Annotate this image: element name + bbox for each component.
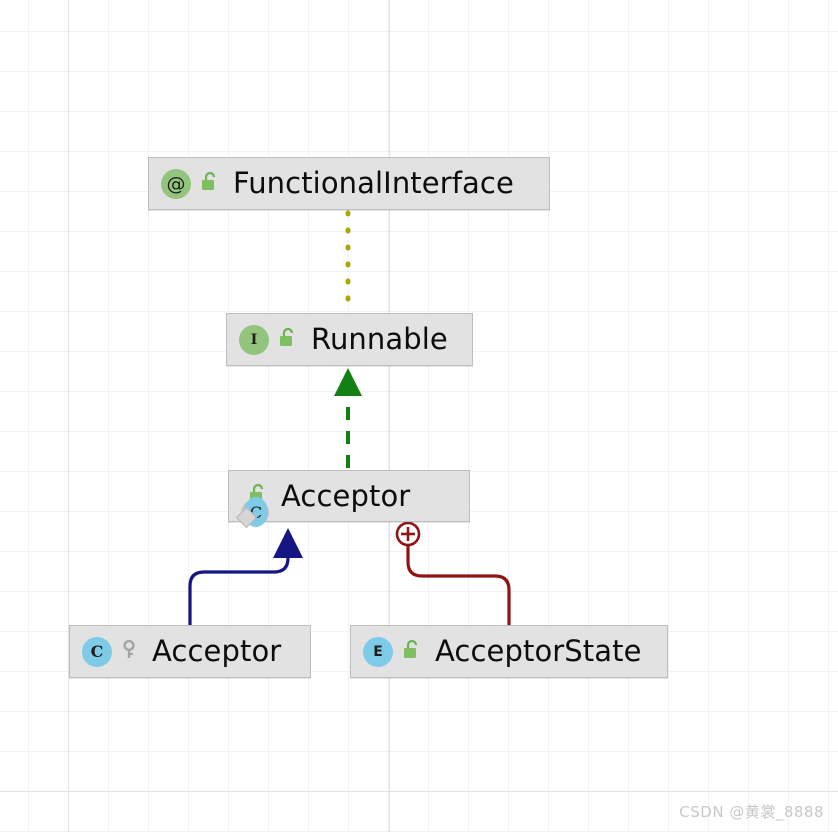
- interface-badge-icon: I: [239, 324, 269, 355]
- node-runnable[interactable]: I Runnable: [226, 313, 473, 366]
- enum-glyph: E: [363, 636, 393, 667]
- public-unlocked-icon: [401, 639, 421, 665]
- node-label: Runnable: [311, 322, 448, 356]
- solid-triangle-arrowhead: [273, 528, 303, 558]
- enum-badge-icon: E: [363, 636, 393, 667]
- class-glyph: C: [82, 636, 112, 667]
- node-label: Acceptor: [281, 478, 411, 513]
- node-acceptor-abstract[interactable]: C Acceptor: [228, 470, 470, 529]
- node-acceptor-state[interactable]: E AcceptorState: [350, 625, 668, 678]
- grid-line-major-horizontal: [0, 791, 838, 792]
- circle-plus-marker: [395, 521, 421, 547]
- orthogonal-connector: [406, 544, 511, 629]
- grid-line-major-vertical: [389, 0, 390, 832]
- edge-nesting[interactable]: [395, 521, 511, 629]
- interface-glyph: I: [239, 324, 269, 355]
- watermark: CSDN @黄裳_8888: [679, 803, 824, 821]
- node-label: AcceptorState: [435, 634, 642, 668]
- annotation-glyph: @: [161, 168, 191, 199]
- node-functional-interface[interactable]: @ FunctionalInterface: [148, 157, 550, 210]
- private-key-icon: [120, 639, 138, 665]
- grid-line-major-vertical: [68, 0, 69, 832]
- annotation-badge-icon: @: [161, 168, 191, 199]
- node-label: FunctionalInterface: [233, 166, 514, 200]
- public-unlocked-icon: [277, 327, 297, 353]
- node-acceptor-inner[interactable]: C Acceptor: [69, 625, 311, 678]
- edge-realization[interactable]: [334, 368, 362, 468]
- solid-triangle-arrowhead: [334, 368, 362, 396]
- node-label: Acceptor: [152, 634, 282, 668]
- public-unlocked-icon: [199, 171, 219, 197]
- class-badge-icon: C: [82, 636, 112, 667]
- edge-inheritance[interactable]: [188, 528, 303, 629]
- orthogonal-connector: [188, 546, 290, 629]
